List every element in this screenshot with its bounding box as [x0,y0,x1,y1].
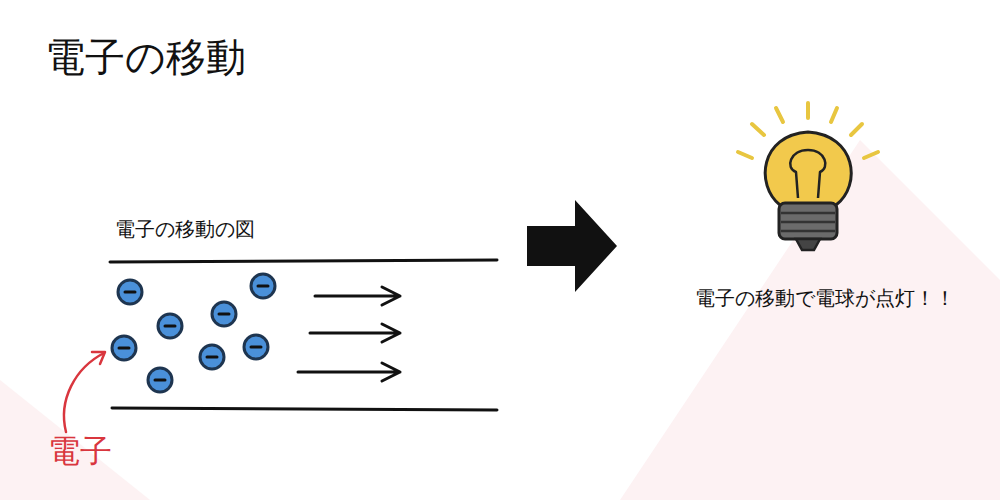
minus-sign [119,347,129,350]
wire-line [112,408,497,410]
wire-line [110,260,497,262]
background-shape [0,380,150,500]
electron [212,302,236,326]
electron [251,274,275,298]
electron [158,314,182,338]
minus-sign [125,291,135,294]
minus-sign [258,285,268,288]
electron [148,368,172,392]
electrons [112,274,275,392]
light-bulb [738,103,878,250]
electron [200,345,224,369]
big-arrow [527,200,617,292]
minus-sign [155,379,165,382]
flow-arrows [298,287,400,381]
minus-sign [207,356,217,359]
leader-arrowhead [92,352,105,364]
electron [244,335,268,359]
minus-sign [219,313,229,316]
title: 電子の移動 [45,30,246,85]
diagram-label: 電子の移動の図 [115,216,255,243]
electron-label: 電子 [48,430,112,474]
minus-sign [165,325,175,328]
electron [112,336,136,360]
electron [118,280,142,304]
leader-line [64,353,104,432]
result-caption: 電子の移動で電球が点灯！！ [695,285,955,312]
minus-sign [251,346,261,349]
